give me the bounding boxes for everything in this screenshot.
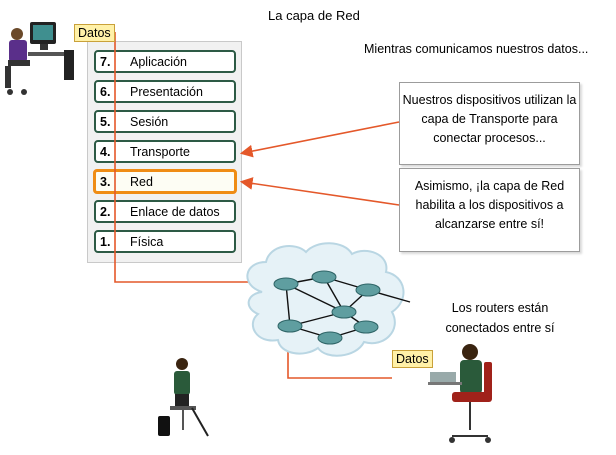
layer-number: 6. bbox=[100, 84, 111, 99]
data-tag-destination: Datos bbox=[392, 350, 433, 368]
layer-number: 4. bbox=[100, 144, 111, 159]
layer-data-link: 2. Enlace de datos bbox=[94, 200, 236, 223]
diagram-subtitle: Mientras comunicamos nuestros datos... bbox=[364, 42, 589, 56]
layer-presentation: 6. Presentación bbox=[94, 80, 236, 103]
layer-label: Sesión bbox=[130, 114, 169, 129]
layer-label: Transporte bbox=[130, 144, 190, 159]
layer-label: Aplicación bbox=[130, 54, 187, 69]
layer-number: 3. bbox=[100, 174, 111, 189]
layer-number: 5. bbox=[100, 114, 111, 129]
router-icon bbox=[273, 270, 381, 345]
diagram-title: La capa de Red bbox=[268, 8, 360, 23]
layer-number: 1. bbox=[100, 234, 111, 249]
callout-network: Asimismo, ¡la capa de Red habilita a los… bbox=[399, 168, 580, 252]
layer-transport: 4. Transporte bbox=[94, 140, 236, 163]
layer-label: Física bbox=[130, 234, 164, 249]
arrow-transport bbox=[239, 121, 400, 158]
layer-label: Red bbox=[130, 174, 153, 189]
person-at-laptop-icon bbox=[428, 344, 492, 443]
layer-physical: 1. Física bbox=[94, 230, 236, 253]
layer-session: 5. Sesión bbox=[94, 110, 236, 133]
layer-label: Enlace de datos bbox=[130, 204, 220, 219]
arrow-network bbox=[239, 177, 400, 206]
layer-label: Presentación bbox=[130, 84, 203, 99]
layer-number: 7. bbox=[100, 54, 111, 69]
data-tag-source: Datos bbox=[74, 24, 115, 42]
standing-person-icon bbox=[158, 358, 209, 437]
routers-note: Los routers están conectados entre sí bbox=[445, 301, 555, 335]
layer-number: 2. bbox=[100, 204, 111, 219]
callout-transport: Nuestros dispositivos utilizan la capa d… bbox=[399, 82, 580, 165]
person-at-computer-icon bbox=[5, 22, 74, 95]
layer-network: 3. Red bbox=[93, 169, 237, 194]
layer-application: 7. Aplicación bbox=[94, 50, 236, 73]
